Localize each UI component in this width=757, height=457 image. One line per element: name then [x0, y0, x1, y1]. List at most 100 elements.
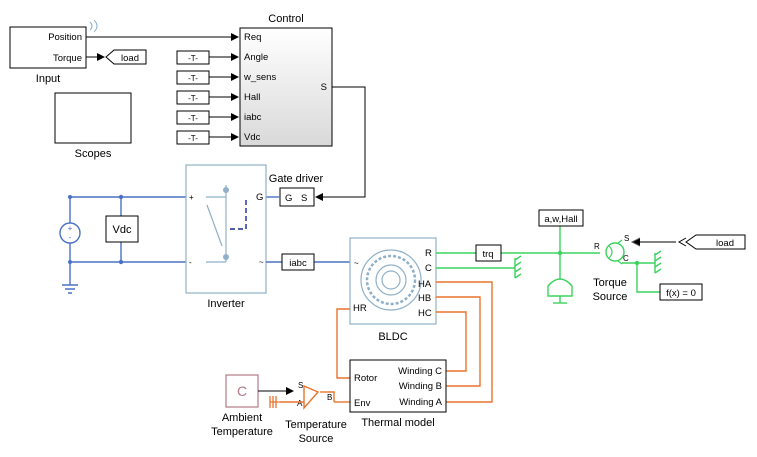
- sensor-tag-block[interactable]: a,w,Hall: [538, 209, 584, 227]
- svg-text:C: C: [623, 254, 629, 263]
- from-tag-w-sens[interactable]: -T-: [176, 70, 210, 85]
- trq-sensor-block[interactable]: trq: [475, 244, 502, 262]
- svg-text:S: S: [301, 193, 307, 204]
- svg-text:Torque: Torque: [593, 277, 627, 289]
- svg-text:Winding A: Winding A: [399, 397, 442, 408]
- svg-text:+: +: [68, 224, 73, 233]
- from-load-tag[interactable]: load: [685, 234, 746, 250]
- wire-to-solver: [636, 263, 660, 293]
- svg-text:trq: trq: [482, 249, 493, 260]
- signal-s-to-gate-driver: [315, 86, 366, 201]
- svg-text:-T-: -T-: [188, 94, 198, 103]
- svg-text:-T-: -T-: [188, 114, 198, 123]
- svg-text:Source: Source: [593, 291, 628, 303]
- inverter-label: Inverter: [207, 298, 245, 310]
- input-port-torque: Torque: [53, 53, 82, 64]
- svg-text:-: -: [69, 233, 72, 242]
- svg-text:A: A: [297, 399, 303, 408]
- svg-text:Winding C: Winding C: [398, 366, 442, 377]
- control-port-hall: Hall: [244, 92, 260, 103]
- svg-text:Vdc: Vdc: [113, 224, 132, 236]
- from-tag-vdc[interactable]: -T-: [176, 130, 210, 145]
- svg-text:a,w,Hall: a,w,Hall: [544, 214, 577, 225]
- wire-hr-rotor: [336, 308, 350, 379]
- svg-text:-T-: -T-: [188, 74, 198, 83]
- gate-driver-block[interactable]: Gate driver G S: [269, 173, 324, 207]
- wire-hc-winding-c: [436, 311, 467, 372]
- motor-stator-icon: [360, 249, 422, 311]
- svg-text:C: C: [237, 383, 247, 399]
- goto-load-tag[interactable]: load: [105, 49, 147, 65]
- gate-driver-title: Gate driver: [269, 173, 324, 185]
- svg-text:-: -: [189, 258, 192, 267]
- svg-text:B: B: [327, 393, 332, 402]
- svg-text:S: S: [624, 234, 629, 243]
- control-port-s: S: [321, 82, 327, 93]
- scopes-block[interactable]: Scopes: [54, 92, 132, 160]
- svg-text:G: G: [256, 192, 263, 203]
- control-title: Control: [268, 13, 303, 25]
- bldc-block[interactable]: ~ R C HA HB HC HR BLDC: [349, 237, 437, 343]
- wire-dc-negative: [69, 243, 186, 263]
- bldc-label: BLDC: [378, 331, 407, 343]
- ground-icon: [62, 284, 78, 294]
- solver-block[interactable]: f(x) = 0: [659, 283, 703, 301]
- svg-text:Winding B: Winding B: [399, 381, 442, 392]
- control-port-w-sens: w_sens: [243, 72, 276, 83]
- svg-text:f(x) = 0: f(x) = 0: [666, 288, 696, 299]
- svg-text:-T-: -T-: [188, 54, 198, 63]
- svg-text:Temperature: Temperature: [285, 419, 347, 431]
- mechanical-reference-icon-2: [654, 250, 662, 274]
- svg-text:HB: HB: [418, 293, 431, 304]
- iabc-sensor-block[interactable]: iabc: [281, 253, 315, 271]
- dc-voltage-source[interactable]: + -: [59, 222, 81, 244]
- mechanical-reference-icon: [514, 255, 522, 279]
- svg-text:+: +: [189, 193, 194, 202]
- motor-rotor-icon: [381, 270, 401, 290]
- svg-text:HA: HA: [418, 279, 432, 290]
- wire-source-b: [328, 391, 335, 402]
- wireless-icon: [89, 19, 98, 33]
- scopes-label: Scopes: [75, 148, 112, 160]
- input-block[interactable]: Position Torque Input: [9, 19, 98, 85]
- vdc-sensor-block[interactable]: Vdc: [105, 215, 139, 243]
- ambient-temperature-block[interactable]: C Ambient Temperature: [211, 374, 273, 438]
- from-tag-iabc[interactable]: -T-: [176, 110, 210, 125]
- input-port-position: Position: [48, 32, 82, 43]
- svg-text:load: load: [716, 238, 734, 249]
- svg-text:HR: HR: [353, 303, 367, 314]
- wire-ha-winding-a: [436, 281, 493, 403]
- from-tag-angle[interactable]: -T-: [176, 50, 210, 65]
- control-port-iabc: iabc: [244, 112, 262, 123]
- inverter-block[interactable]: G + - ~ Inverter: [185, 164, 267, 310]
- torque-source-block[interactable]: S R C Torque Source: [593, 234, 630, 303]
- svg-text:G: G: [285, 193, 292, 204]
- control-port-req: Req: [244, 32, 261, 43]
- svg-text:Ambient: Ambient: [222, 412, 262, 424]
- svg-text:iabc: iabc: [289, 258, 307, 269]
- svg-text:C: C: [425, 263, 432, 274]
- control-port-angle: Angle: [244, 52, 268, 63]
- thermal-model-block[interactable]: Rotor Env Winding C Winding B Winding A …: [349, 359, 447, 429]
- svg-text:-T-: -T-: [188, 134, 198, 143]
- input-label: Input: [36, 73, 60, 85]
- control-block[interactable]: Control Req Angle w_sens Hall iabc Vdc S: [239, 13, 333, 147]
- svg-text:Env: Env: [354, 398, 371, 409]
- thermal-reference-icon: [269, 396, 280, 408]
- svg-text:Temperature: Temperature: [211, 426, 273, 438]
- svg-text:~: ~: [259, 258, 264, 267]
- temperature-source-block[interactable]: S A B Temperature Source: [285, 381, 347, 445]
- svg-text:HC: HC: [418, 308, 432, 319]
- inertia-block[interactable]: [547, 278, 573, 304]
- from-tag-hall[interactable]: -T-: [176, 90, 210, 105]
- svg-text:~: ~: [354, 259, 359, 268]
- svg-text:load: load: [121, 53, 139, 64]
- svg-text:Rotor: Rotor: [354, 373, 377, 384]
- svg-text:S: S: [298, 381, 303, 390]
- svg-text:Source: Source: [299, 433, 334, 445]
- wire-hb-winding-b: [436, 296, 481, 387]
- control-port-vdc: Vdc: [244, 132, 261, 143]
- svg-text:R: R: [594, 242, 600, 251]
- thermal-model-label: Thermal model: [361, 417, 434, 429]
